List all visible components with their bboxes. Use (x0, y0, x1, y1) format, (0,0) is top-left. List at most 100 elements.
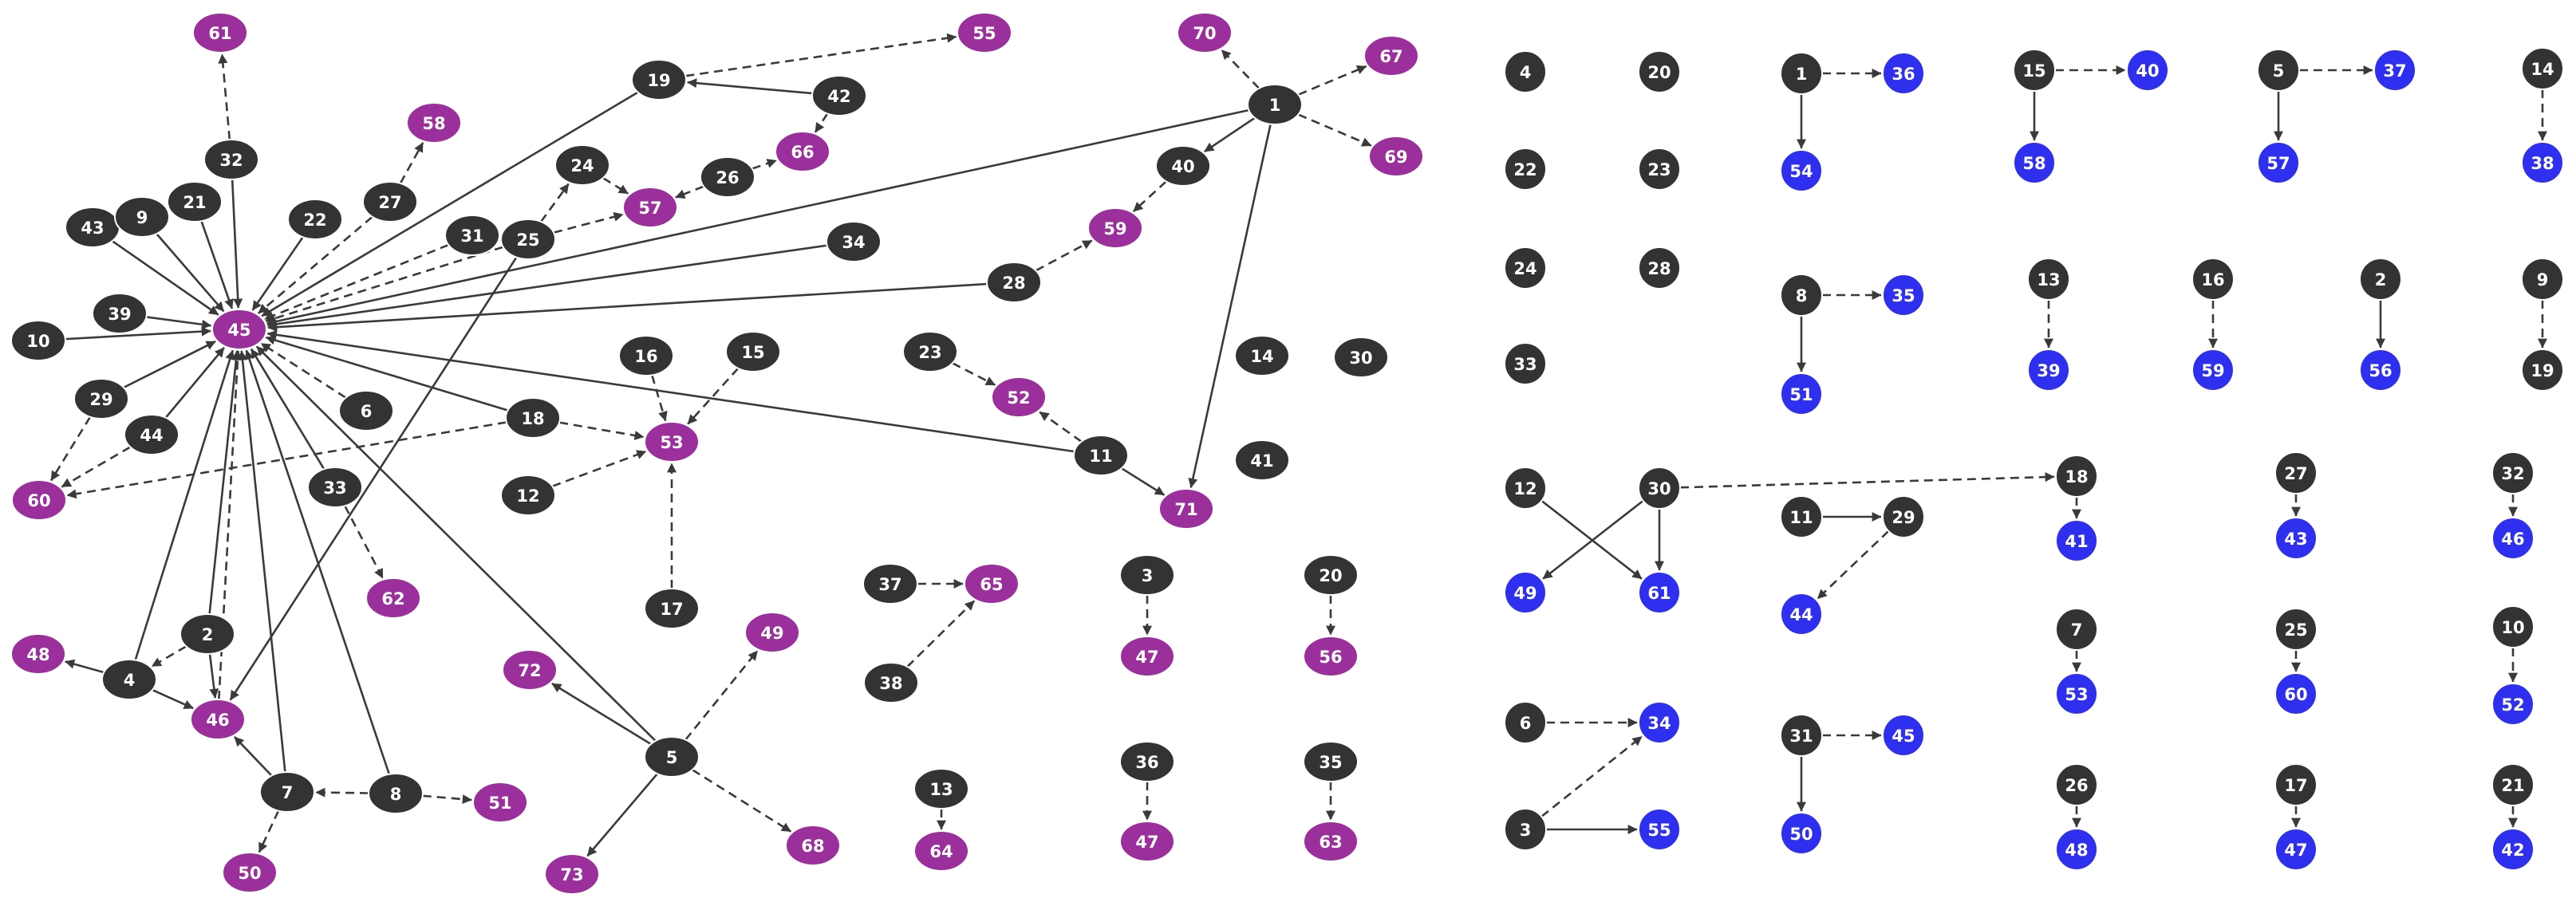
node-label: 56 (1319, 648, 1342, 667)
node-label: 33 (1513, 355, 1537, 374)
node-circle (2055, 455, 2098, 498)
node-circle (2013, 141, 2056, 184)
edge-L24-L57 (602, 177, 629, 195)
node-L69: 69 (1368, 136, 1424, 177)
node-circle (2274, 451, 2318, 494)
node-circle (986, 262, 1042, 303)
node-circle (505, 397, 561, 439)
node-circle (2373, 49, 2416, 92)
node-label: 64 (929, 842, 953, 861)
left-edges (49, 33, 1372, 857)
node-L53: 53 (644, 421, 700, 463)
node-L36: 36 (1119, 741, 1175, 782)
node-L14: 14 (1234, 335, 1290, 376)
node-circle (913, 830, 969, 872)
node-circle (725, 331, 781, 372)
node-R51a: 51 (1780, 372, 1823, 416)
node-label: 63 (1319, 833, 1342, 852)
node-circle (1333, 337, 1389, 378)
node-R9: 9 (2521, 258, 2564, 301)
node-label: 30 (1647, 479, 1671, 498)
node-circle (1780, 274, 1823, 317)
edge-R3-R34 (1540, 735, 1643, 817)
node-L39: 39 (92, 293, 148, 334)
node-circle (1119, 636, 1175, 677)
node-L35: 35 (1303, 741, 1359, 782)
node-circle (622, 187, 678, 228)
node-circle (544, 853, 600, 895)
node-label: 56 (2369, 361, 2392, 380)
node-circle (2491, 683, 2535, 726)
node-circle (2191, 349, 2235, 392)
node-R48: 48 (2055, 828, 2098, 871)
node-label: 68 (801, 837, 824, 856)
node-label: 6 (1520, 714, 1532, 733)
node-label: 47 (1135, 648, 1158, 667)
node-circle (644, 421, 700, 463)
node-L38: 38 (863, 662, 919, 703)
node-label: 69 (1384, 148, 1407, 167)
node-R42: 42 (2491, 828, 2535, 871)
node-circle (124, 414, 179, 455)
node-circle (1303, 821, 1359, 862)
node-R49: 49 (1504, 571, 1547, 614)
node-R41: 41 (2055, 519, 2098, 562)
node-label: 2 (2375, 270, 2387, 290)
node-circle (863, 662, 919, 703)
node-circle (700, 156, 755, 198)
node-label: 32 (2501, 464, 2524, 483)
node-label: 24 (1513, 259, 1537, 278)
node-R15: 15 (2013, 49, 2056, 92)
node-R12: 12 (1504, 467, 1547, 510)
node-label: 61 (208, 24, 231, 43)
node-R5: 5 (2257, 49, 2300, 92)
edge-L11-L71 (1121, 467, 1166, 496)
edge-L2-L4 (151, 645, 187, 668)
node-L49: 49 (744, 612, 800, 653)
node-label: 28 (1002, 274, 1025, 293)
node-label: 8 (390, 785, 402, 804)
node-label: 38 (879, 674, 902, 693)
node-circle (406, 102, 462, 144)
node-label: 25 (516, 230, 539, 250)
node-circle (826, 221, 882, 262)
edge-L1-L69 (1297, 113, 1372, 147)
node-R23: 23 (1638, 148, 1681, 191)
node-circle (1504, 246, 1547, 290)
edge-L34-L45 (266, 244, 827, 329)
node-circle (307, 467, 363, 508)
node-label: 51 (1789, 385, 1813, 404)
node-label: 50 (1789, 825, 1813, 844)
node-circle (1504, 342, 1547, 385)
node-label: 55 (1647, 821, 1671, 840)
node-L27: 27 (362, 181, 418, 223)
node-label: 24 (570, 156, 594, 175)
node-circle (500, 475, 556, 516)
node-R2: 2 (2359, 258, 2402, 301)
node-R53: 53 (2055, 672, 2098, 715)
node-R58: 58 (2013, 141, 2056, 184)
edge-L40-L59 (1132, 180, 1167, 213)
node-circle (1504, 701, 1547, 744)
node-label: 52 (1007, 388, 1030, 408)
edge-L32-L61 (218, 53, 231, 140)
node-L28: 28 (986, 262, 1042, 303)
node-circle (368, 773, 424, 814)
node-circle (472, 782, 528, 823)
node-circle (964, 563, 1020, 605)
node-label: 36 (1135, 753, 1158, 772)
node-label: 61 (1647, 584, 1671, 603)
edge-L21-L45 (200, 220, 234, 309)
node-circle (554, 144, 610, 186)
node-label: 57 (638, 199, 661, 218)
node-L41: 41 (1234, 439, 1290, 481)
node-L16: 16 (618, 335, 674, 376)
node-L26: 26 (700, 156, 755, 198)
node-circle (11, 479, 67, 521)
node-label: 1 (1796, 65, 1808, 84)
node-L24: 24 (554, 144, 610, 186)
node-R18: 18 (2055, 455, 2098, 498)
edge-L5-L45 (255, 345, 657, 742)
edge-L44-L45 (164, 347, 225, 419)
